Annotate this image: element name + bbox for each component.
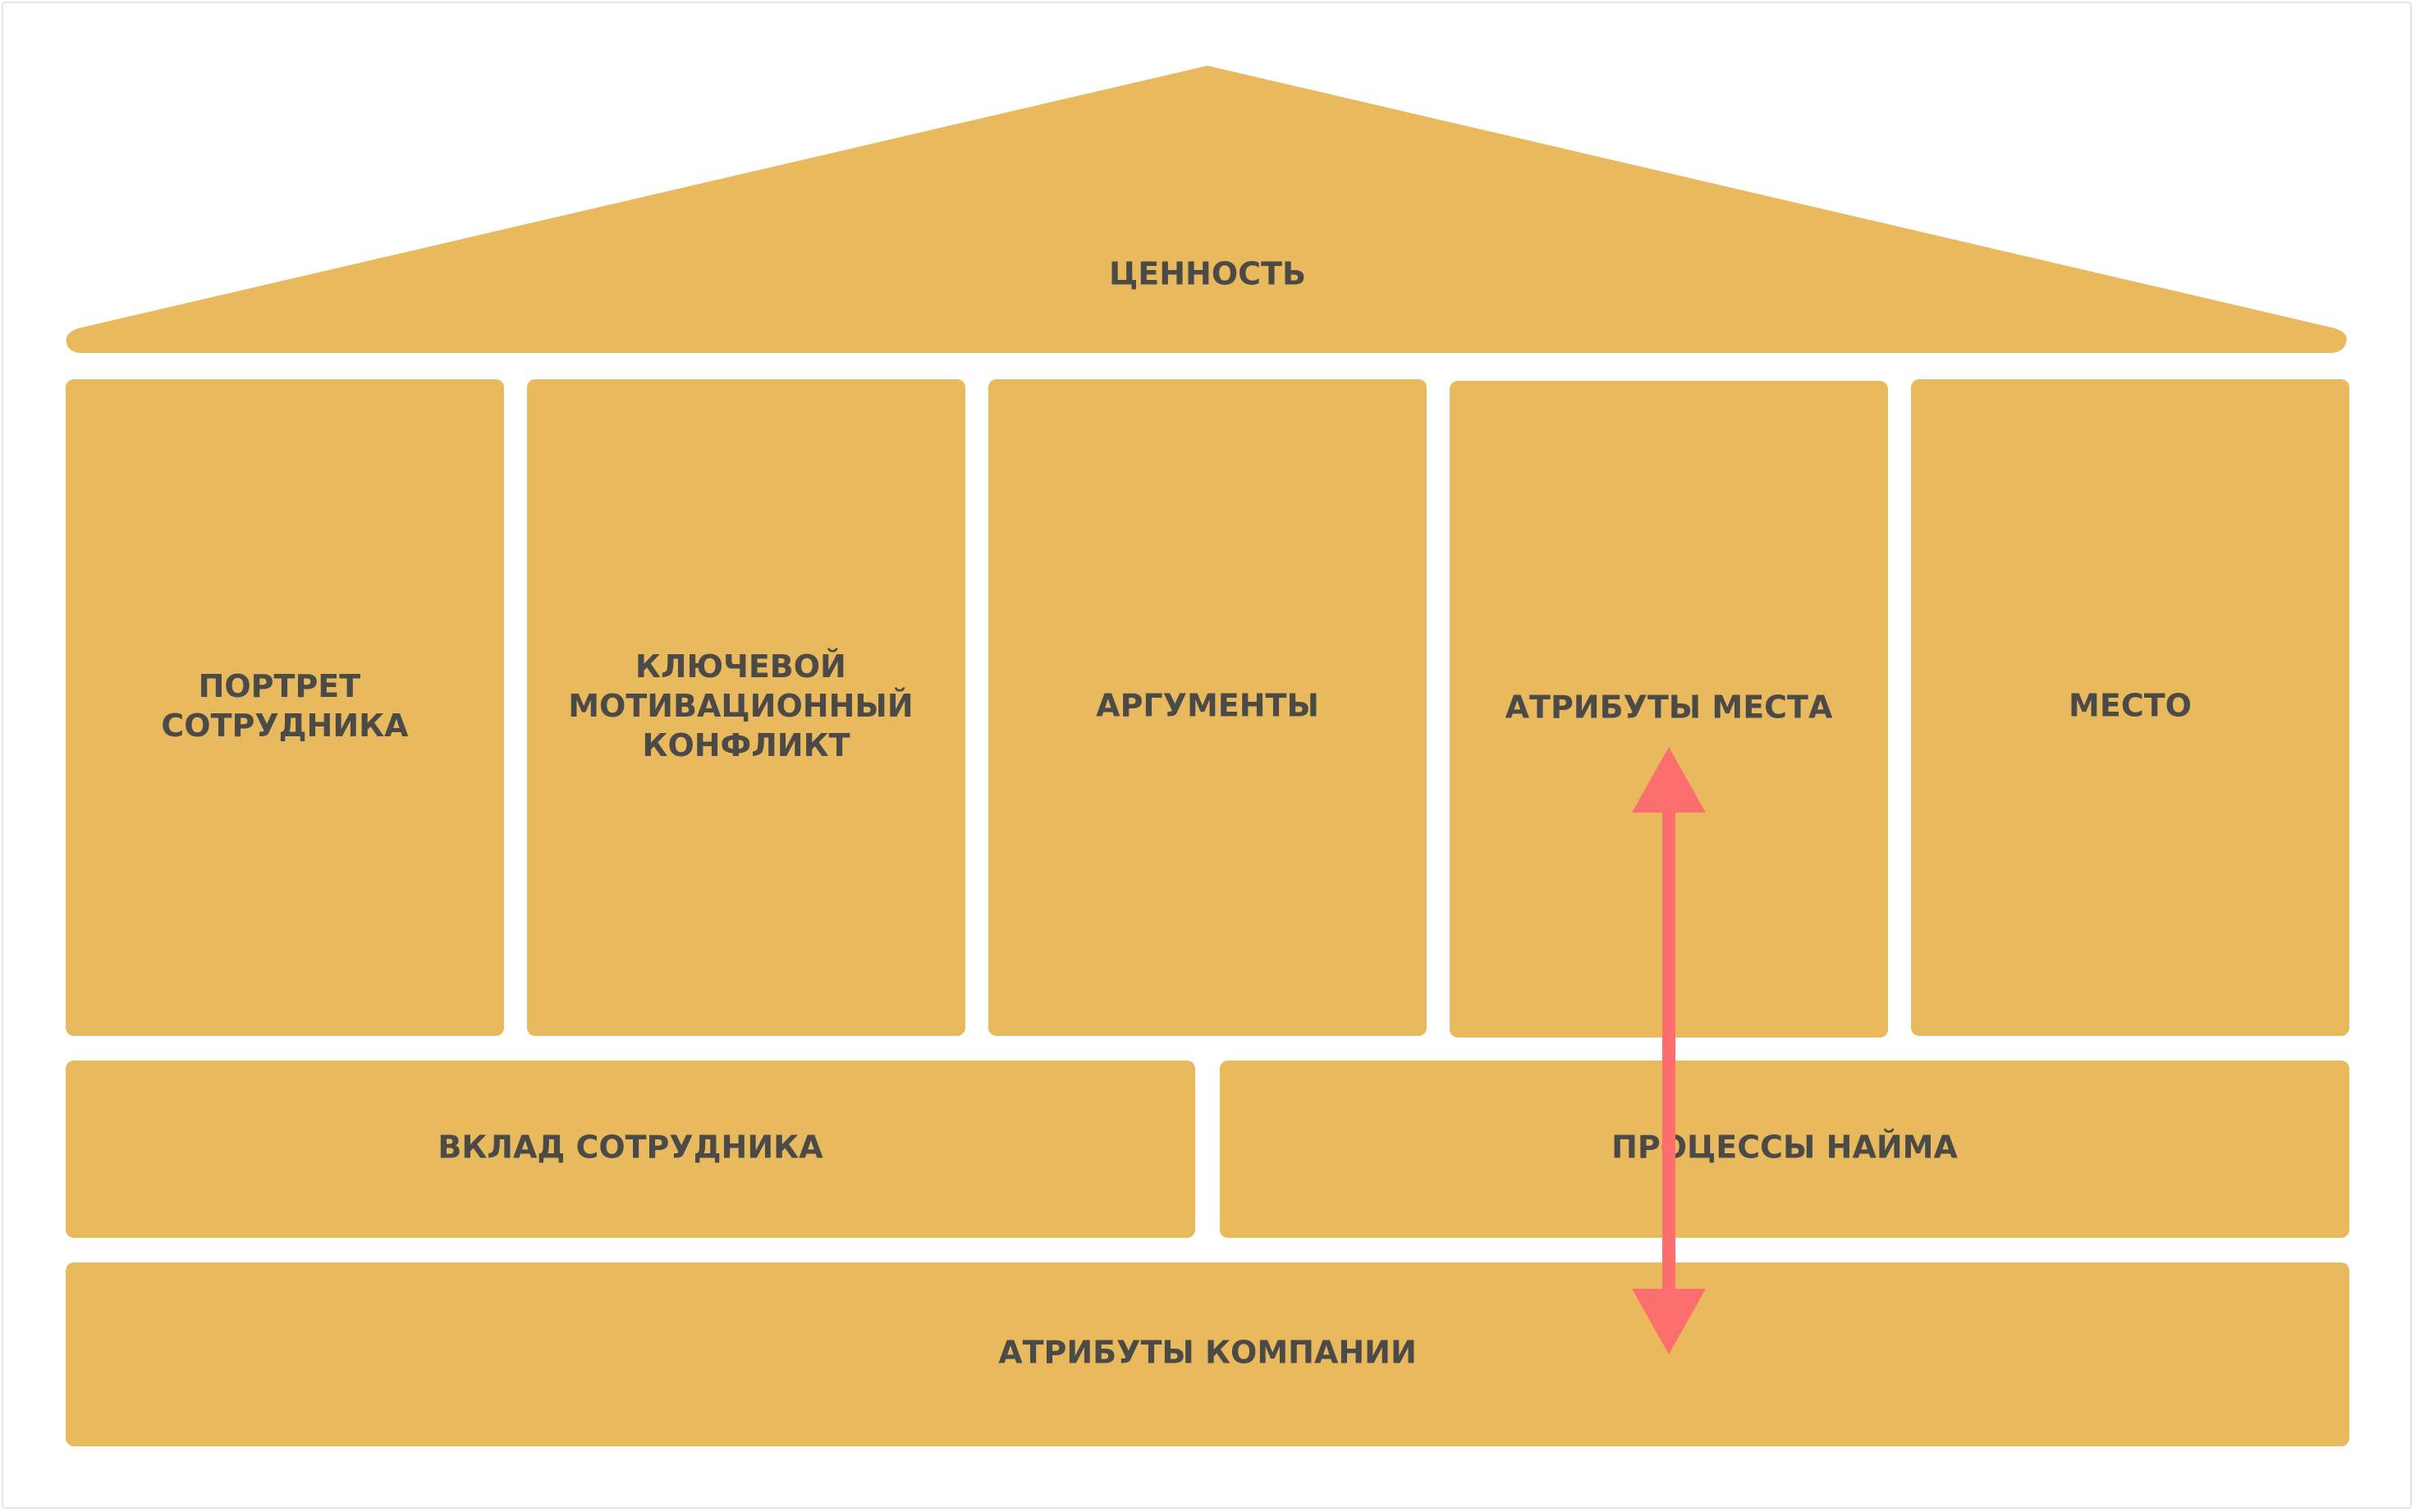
block-employee-contribution: ВКЛАД СОТРУДНИКА — [66, 1061, 1195, 1238]
pillar-conflict-line-2: МОТИВАЦИОННЫЙ — [568, 688, 913, 724]
pillar-place-attributes: АТРИБУТЫ МЕСТА — [1450, 381, 1888, 1038]
pillar-portrait: ПОРТРЕТ СОТРУДНИКА — [66, 379, 504, 1036]
arrow-head-up — [1632, 747, 1706, 813]
pillar-place: МЕСТО — [1911, 379, 2349, 1036]
employee-contribution-label: ВКЛАД СОТРУДНИКА — [438, 1129, 823, 1166]
pillar-arguments-block — [988, 379, 1427, 1036]
pillar-portrait-label: ПОРТРЕТ СОТРУДНИКА — [161, 668, 409, 744]
pillars: ПОРТРЕТ СОТРУДНИКА КЛЮЧЕВОЙ МОТИВАЦИОННЫ… — [66, 379, 2349, 1038]
employee-contribution-block — [66, 1061, 1195, 1238]
pillar-portrait-line-2: СОТРУДНИКА — [161, 708, 409, 744]
block-hiring-processes: ПРОЦЕССЫ НАЙМА — [1220, 1061, 2349, 1238]
pillar-portrait-line-1: ПОРТРЕТ — [199, 668, 361, 704]
bidirectional-arrow — [1632, 747, 1706, 1354]
roof-label: ЦЕННОСТЬ — [1109, 256, 1306, 292]
hiring-processes-block — [1220, 1061, 2349, 1238]
pillar-conflict-block — [527, 379, 965, 1036]
foundation-label: АТРИБУТЫ КОМПАНИИ — [998, 1335, 1417, 1371]
pillar-conflict: КЛЮЧЕВОЙ МОТИВАЦИОННЫЙ КОНФЛИКТ — [527, 379, 965, 1036]
pillar-place-label: МЕСТО — [2069, 688, 2192, 724]
pillar-arguments-label: АРГУМЕНТЫ — [1096, 688, 1319, 724]
roof-shape — [66, 66, 2347, 353]
pillar-conflict-line-1: КЛЮЧЕВОЙ — [635, 648, 846, 685]
foundation: АТРИБУТЫ КОМПАНИИ — [66, 1262, 2349, 1446]
middle-row: ВКЛАД СОТРУДНИКА ПРОЦЕССЫ НАЙМА — [66, 1061, 2349, 1238]
pillar-place-block — [1911, 379, 2349, 1036]
pillar-conflict-line-3: КОНФЛИКТ — [642, 727, 850, 763]
pillar-place-attributes-block — [1450, 381, 1888, 1038]
arrow-shaft — [1662, 804, 1675, 1299]
pillar-place-attributes-label: АТРИБУТЫ МЕСТА — [1505, 690, 1833, 726]
pillar-portrait-block — [66, 379, 504, 1036]
pillar-arguments: АРГУМЕНТЫ — [988, 379, 1427, 1036]
roof: ЦЕННОСТЬ — [66, 66, 2347, 353]
pillar-conflict-label: КЛЮЧЕВОЙ МОТИВАЦИОННЫЙ КОНФЛИКТ — [568, 648, 924, 763]
foundation-block — [66, 1262, 2349, 1446]
arrow-head-down — [1632, 1289, 1706, 1354]
